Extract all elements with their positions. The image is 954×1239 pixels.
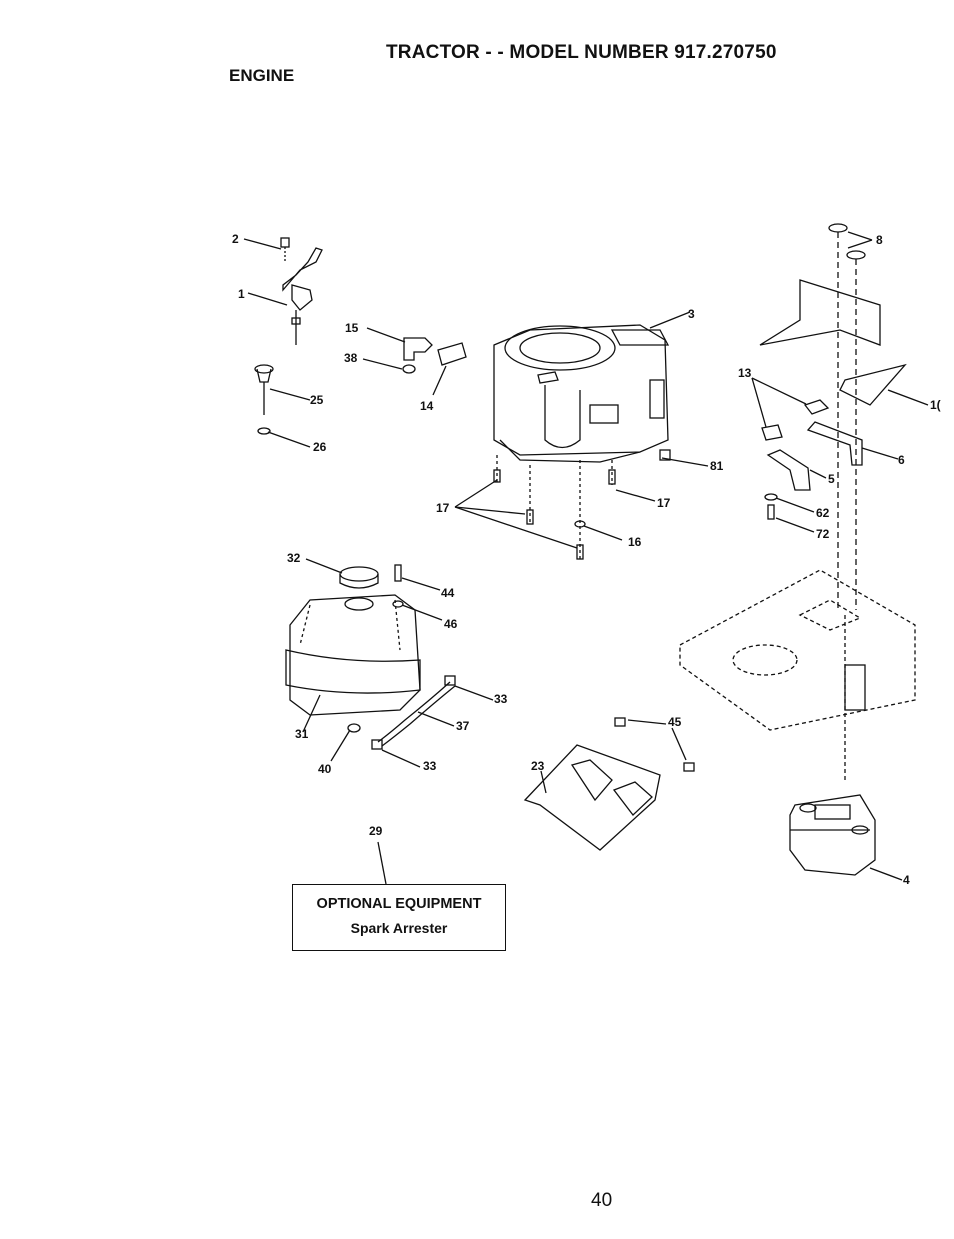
callout-37: 37 <box>456 719 470 733</box>
callout-10: 1( <box>930 398 941 412</box>
callout-44: 44 <box>441 586 455 600</box>
optional-equipment-title: OPTIONAL EQUIPMENT <box>316 896 482 912</box>
callout-14: 14 <box>420 399 434 413</box>
callout-15: 15 <box>345 321 359 335</box>
callout-4: 4 <box>903 873 910 887</box>
callout-45: 45 <box>668 715 682 729</box>
throttle-control-part <box>280 237 323 345</box>
callout-32: 32 <box>287 551 301 565</box>
callout-3: 3 <box>688 307 695 321</box>
callout-26: 26 <box>313 440 327 454</box>
callout-40: 40 <box>318 762 332 776</box>
section-heading: ENGINE <box>229 66 295 85</box>
callout-17-right: 17 <box>657 496 671 510</box>
mounting-bolts-part <box>493 455 616 560</box>
callout-33-lower: 33 <box>423 759 437 773</box>
fuel-tank-part <box>285 564 421 733</box>
callout-13: 13 <box>738 366 752 380</box>
page-title: TRACTOR - - MODEL NUMBER 917.270750 <box>386 42 777 63</box>
callout-16: 16 <box>628 535 642 549</box>
choke-knob-part <box>254 364 274 435</box>
callout-31: 31 <box>295 727 309 741</box>
callout-6: 6 <box>898 453 905 467</box>
optional-equipment-item: Spark Arrester <box>350 920 448 936</box>
fuel-line-part <box>371 675 456 750</box>
callout-17: 17 <box>436 501 450 515</box>
page-number: 40 <box>591 1190 613 1211</box>
muffler-part <box>789 794 876 876</box>
callout-23: 23 <box>531 759 545 773</box>
exhaust-pipes-part <box>761 399 863 520</box>
callout-8: 8 <box>876 233 883 247</box>
engine-part <box>493 324 671 463</box>
callout-2: 2 <box>232 232 239 246</box>
heat-shield-plate-part <box>523 717 695 851</box>
callout-62: 62 <box>816 506 830 520</box>
callout-25: 25 <box>310 393 324 407</box>
callout-29: 29 <box>369 824 383 838</box>
callout-5: 5 <box>828 472 835 486</box>
heat-shield-part <box>759 223 907 610</box>
callout-33: 33 <box>494 692 508 706</box>
optional-equipment-box: OPTIONAL EQUIPMENT Spark Arrester <box>292 884 506 951</box>
callout-38: 38 <box>344 351 358 365</box>
callout-1: 1 <box>238 287 245 301</box>
chassis-plate-part <box>679 569 916 780</box>
callout-81: 81 <box>710 459 724 473</box>
elbow-fitting-part <box>402 337 467 374</box>
callout-72: 72 <box>816 527 830 541</box>
callout-46: 46 <box>444 617 458 631</box>
